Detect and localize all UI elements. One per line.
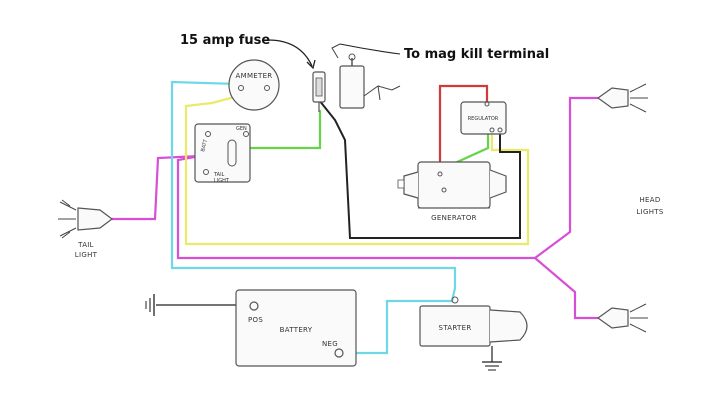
wire-cyan bbox=[170, 80, 457, 355]
head-light-lower bbox=[596, 303, 648, 333]
head-lights-label-2: LIGHTS bbox=[636, 208, 663, 216]
head-lights-label-1: HEAD bbox=[639, 196, 660, 204]
generator-label: GENERATOR bbox=[431, 214, 477, 222]
tail-light-label-1: TAIL bbox=[77, 241, 94, 249]
callout-fuse: 15 amp fuse bbox=[180, 33, 270, 48]
regulator: REGULATOR bbox=[460, 101, 507, 135]
fuse bbox=[312, 71, 326, 112]
battery-neg-terminal bbox=[334, 348, 344, 358]
ground-symbol-battery bbox=[145, 294, 155, 316]
switch-label-tail: TAIL bbox=[213, 172, 225, 178]
ground-symbol-starter bbox=[482, 346, 502, 371]
wire-magenta-head bbox=[176, 96, 598, 320]
regulator-label: REGULATOR bbox=[468, 116, 499, 122]
callout-mag-kill: To mag kill terminal bbox=[404, 47, 549, 62]
ammeter-label: AMMETER bbox=[236, 72, 273, 80]
battery-pos-terminal bbox=[249, 301, 259, 311]
battery-neg-label: NEG bbox=[322, 340, 338, 348]
battery-pos-label: POS bbox=[248, 316, 263, 324]
starter-label: STARTER bbox=[439, 324, 472, 332]
wire-yellow bbox=[184, 86, 530, 246]
mag-kill-switch bbox=[331, 43, 401, 109]
switch-label-light: LIGHT bbox=[214, 178, 230, 184]
ammeter: AMMETER bbox=[228, 59, 280, 111]
switch-label-batt: BATT bbox=[200, 138, 209, 153]
ammeter-terminal-left bbox=[238, 85, 244, 91]
switch-lever bbox=[227, 139, 237, 167]
wire-red bbox=[438, 84, 489, 170]
callout-mag-kill-line bbox=[339, 43, 401, 55]
light-switch: BATT GEN TAIL LIGHT bbox=[194, 123, 251, 184]
tail-light-label-2: LIGHT bbox=[75, 251, 98, 259]
callout-fuse-arrow bbox=[267, 39, 313, 67]
switch-label-gen: GEN bbox=[236, 126, 247, 132]
wire-black bbox=[318, 99, 521, 239]
tail-light: TAIL LIGHT bbox=[58, 199, 113, 259]
wire-magenta-tail bbox=[112, 154, 201, 221]
battery-label: BATTERY bbox=[280, 326, 313, 334]
head-light-upper bbox=[596, 83, 648, 113]
battery: POS BATTERY NEG bbox=[235, 289, 357, 367]
ammeter-terminal-right bbox=[264, 85, 270, 91]
generator: GENERATOR bbox=[397, 161, 507, 222]
starter: STARTER bbox=[419, 296, 528, 347]
